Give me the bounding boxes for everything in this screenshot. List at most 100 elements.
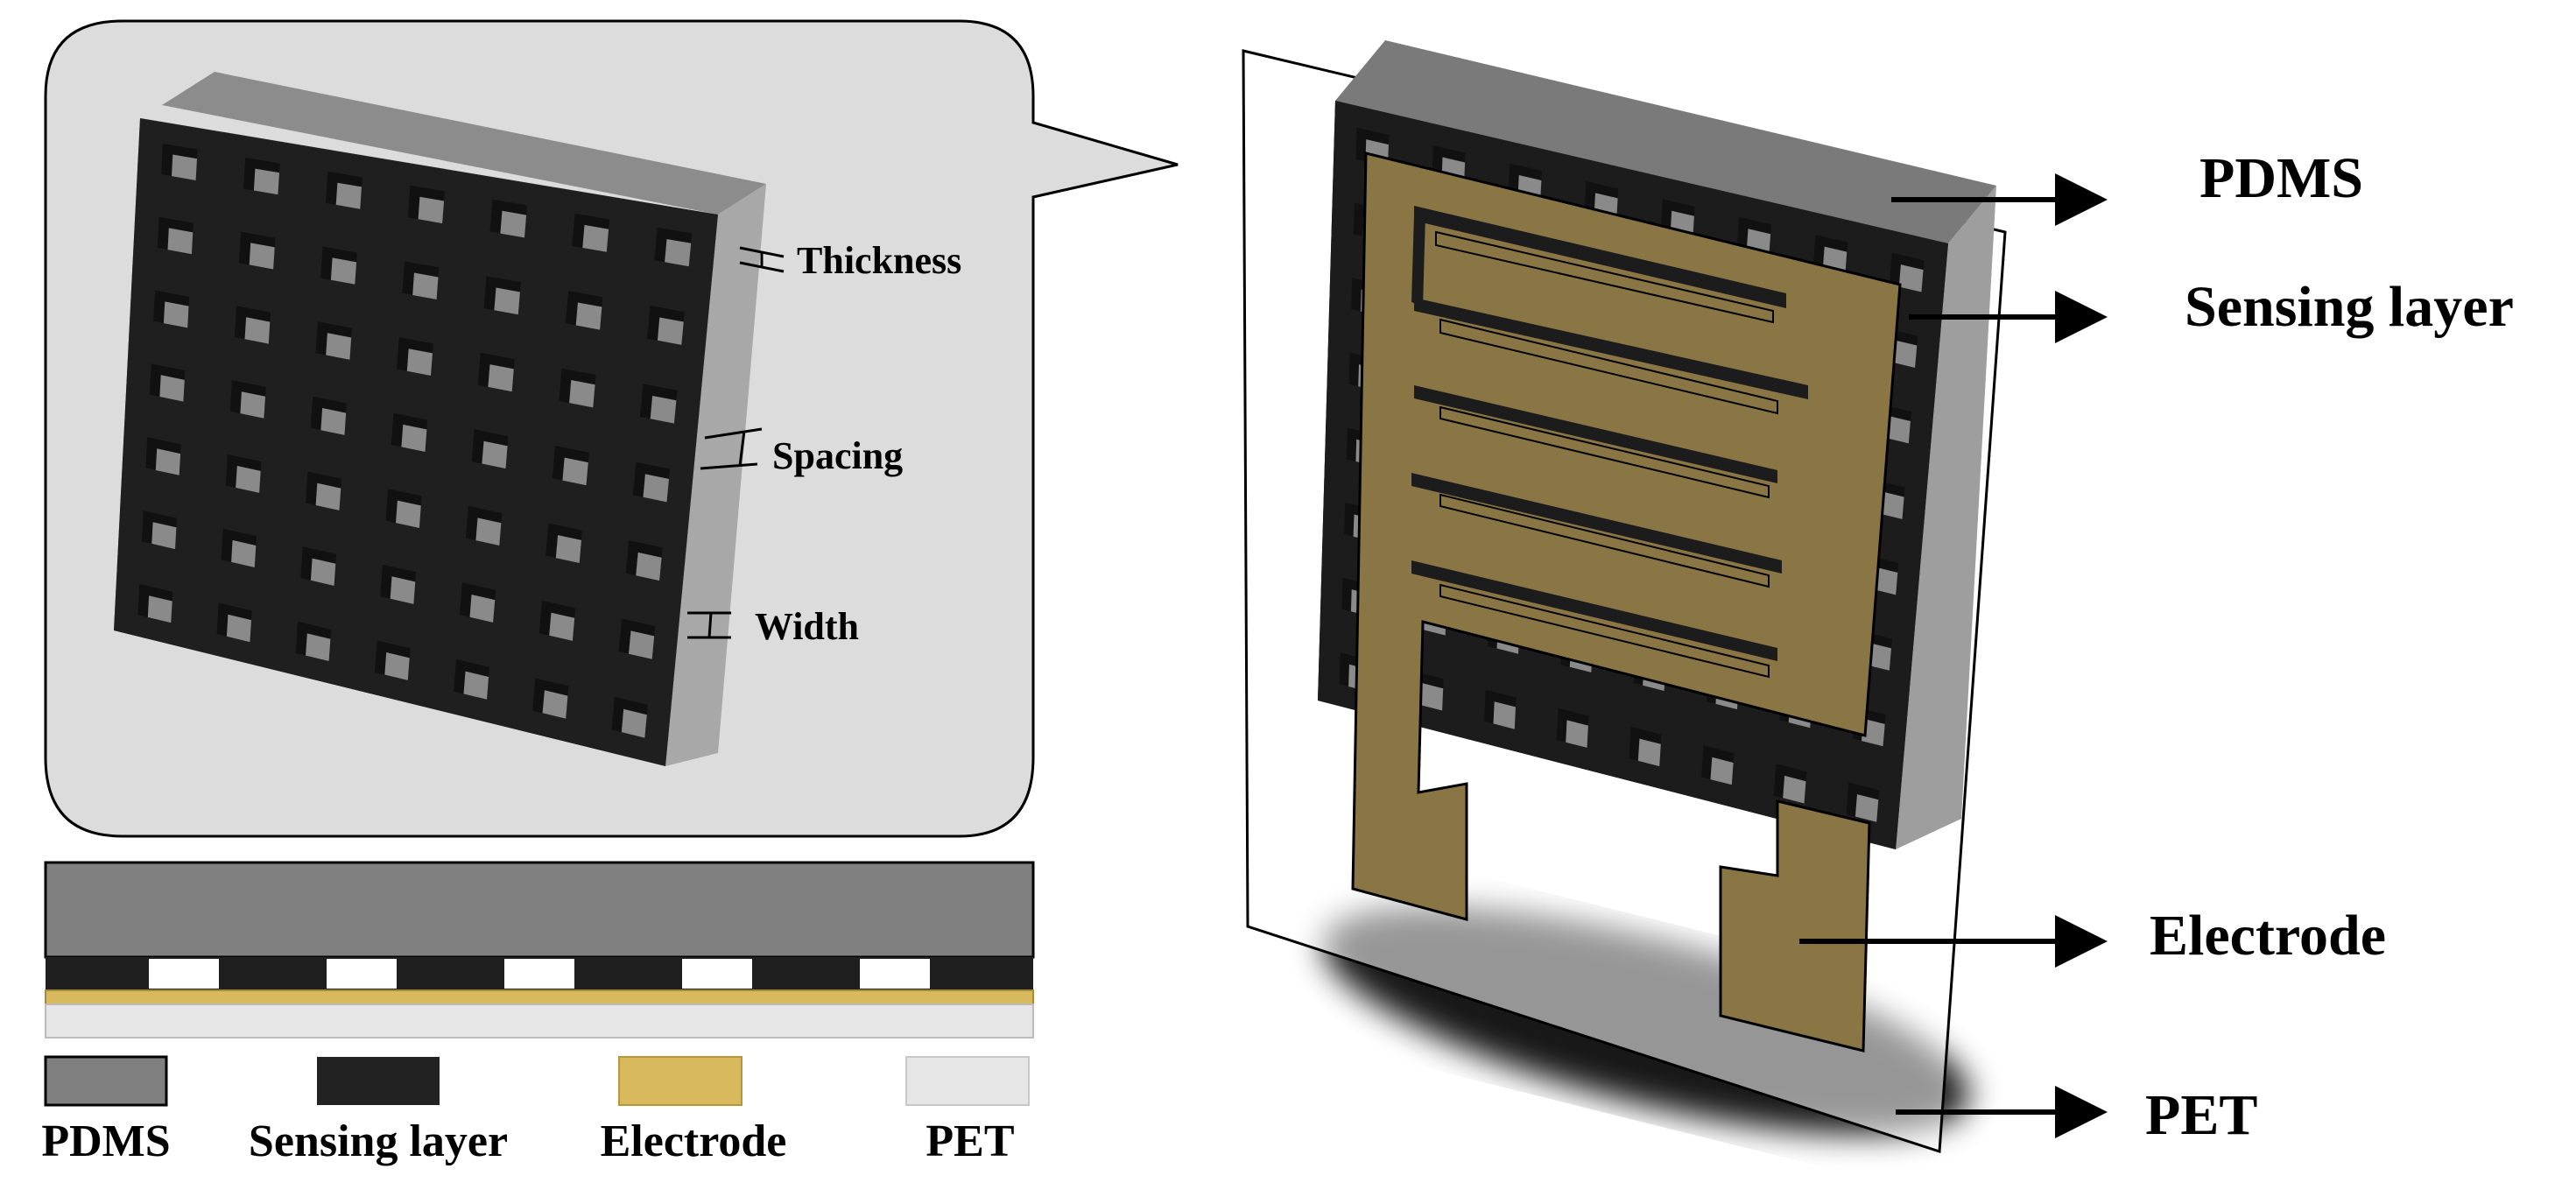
legend-swatch-electrode bbox=[618, 1056, 743, 1106]
zoom-grid-hole-face bbox=[463, 671, 489, 700]
assembly-grid-hole-face bbox=[1880, 491, 1904, 519]
zoom-grid-hole-face bbox=[147, 595, 172, 623]
cross-section-gap bbox=[682, 959, 752, 989]
zoom-grid-hole-face bbox=[320, 408, 347, 435]
zoom-grid-hole-face bbox=[172, 154, 197, 180]
spacing-label: Spacing bbox=[772, 434, 903, 477]
zoom-grid-hole-face bbox=[151, 522, 177, 550]
assembly-grid-hole-face bbox=[1493, 701, 1516, 729]
zoom-grid-hole-face bbox=[657, 317, 684, 345]
zoom-grid-hole-face bbox=[500, 210, 527, 238]
zoom-dimension-marks bbox=[687, 246, 785, 639]
zoom-sensing-grid bbox=[114, 118, 718, 766]
assembly-grid-hole-face bbox=[1783, 775, 1806, 804]
zoom-grid-hole-face bbox=[469, 595, 496, 623]
zoom-grid-hole-face bbox=[621, 708, 647, 738]
zoom-grid-hole-face bbox=[575, 302, 602, 330]
assembly-grid-hole-face bbox=[1566, 720, 1588, 748]
zoom-grid-hole-face bbox=[665, 239, 692, 267]
zoom-grid-hole-face bbox=[253, 168, 279, 195]
zoom-grid-hole-face bbox=[326, 333, 352, 360]
cross-section-gap bbox=[149, 959, 219, 989]
assembly-grid-hole-face bbox=[1868, 643, 1891, 671]
cross-section-gaps bbox=[149, 959, 930, 989]
thickness-label: Thickness bbox=[797, 239, 961, 282]
zoom-grid-hole-face bbox=[418, 196, 445, 224]
assembly-grid-hole-face bbox=[1855, 794, 1879, 822]
zoom-grid-hole-face bbox=[406, 349, 433, 376]
callout-label-electrode: Electrode bbox=[2150, 904, 2386, 968]
legend-swatch-sensing bbox=[317, 1057, 440, 1105]
cross-section-pet bbox=[45, 1003, 1034, 1039]
legend-label-sensing: Sensing layer bbox=[249, 1116, 508, 1166]
callout-label-pdms: PDMS bbox=[2199, 146, 2363, 210]
zoom-grid-hole-face bbox=[163, 301, 189, 328]
electrode-slots bbox=[1411, 206, 1808, 661]
zoom-grid-hole-face bbox=[310, 558, 336, 586]
legend-swatch-pdms bbox=[44, 1055, 168, 1107]
zoom-grid-hole-face bbox=[582, 224, 609, 252]
zoom-grid-hole-face bbox=[236, 466, 261, 493]
assembly-grid-hole-face bbox=[1420, 683, 1444, 711]
zoom-grid-hole-face bbox=[159, 375, 185, 402]
assembly-grid-hole-face bbox=[1637, 738, 1661, 767]
zoom-grid-hole-face bbox=[475, 518, 502, 546]
zoom-grid-hole-face bbox=[240, 391, 265, 419]
cross-section-electrode bbox=[45, 989, 1034, 1005]
electrode-right-pad bbox=[1719, 799, 1871, 1053]
zoom-grid-hole-face bbox=[155, 448, 181, 475]
zoom-grid-hole-face bbox=[335, 182, 362, 209]
electrode-fingers bbox=[1435, 230, 1778, 679]
legend-label-electrode: Electrode bbox=[601, 1116, 787, 1166]
assembly-grid-hole-face bbox=[1862, 718, 1885, 747]
zoom-grid-hole-face bbox=[401, 424, 427, 452]
zoom-grid-hole-face bbox=[562, 457, 588, 486]
zoom-grid-hole-face bbox=[244, 317, 271, 344]
zoom-grid-hole-face bbox=[650, 396, 677, 424]
legend: PDMS Sensing layer Electrode PET bbox=[41, 1055, 1030, 1166]
assembly-grid-hole-face bbox=[1892, 340, 1918, 368]
legend-label-pet: PET bbox=[926, 1116, 1014, 1166]
zoom-block-top-face bbox=[162, 72, 766, 215]
cross-section bbox=[44, 861, 1035, 1039]
zoom-grid-hole-face bbox=[315, 482, 341, 510]
zoom-grid-hole-face bbox=[249, 243, 275, 270]
zoom-grid-hole-face bbox=[629, 630, 655, 659]
cross-section-gap bbox=[860, 959, 930, 989]
zoom-grid-hole-face bbox=[482, 440, 508, 469]
zoom-grid-hole-face bbox=[569, 380, 595, 408]
assembly-grid-hole-face bbox=[1898, 264, 1924, 292]
callout-arrows bbox=[1799, 173, 2108, 1138]
assembly-grid-hole-face bbox=[1886, 415, 1911, 444]
zoom-grid-hole-face bbox=[390, 576, 416, 604]
cross-section-gap bbox=[504, 959, 574, 989]
zoom-grid-hole-face bbox=[542, 690, 568, 719]
pdms-top-face bbox=[1335, 40, 1996, 243]
zoom-grid-hole-face bbox=[167, 228, 194, 255]
zoom-grid-hole-face bbox=[330, 257, 357, 285]
zoom-grid-hole-face bbox=[396, 500, 421, 528]
cross-section-pdms bbox=[44, 861, 1035, 959]
width-label: Width bbox=[755, 605, 859, 648]
zoom-grid-hole-face bbox=[494, 287, 520, 315]
zoom-block-side-face bbox=[665, 184, 766, 766]
pdms-side-face bbox=[1896, 186, 1996, 849]
zoom-grid-hole-face bbox=[384, 652, 410, 680]
callout-label-pet: PET bbox=[2145, 1083, 2257, 1147]
zoom-grid-hole-face bbox=[636, 552, 662, 581]
zoom-grid-hole-face bbox=[412, 272, 439, 299]
callout-label-sensing: Sensing layer bbox=[2185, 275, 2514, 339]
zoom-grid-hole-face bbox=[549, 612, 575, 641]
sensor-assembly-3d bbox=[1242, 40, 2007, 1154]
zoom-grid-hole-face bbox=[226, 614, 251, 643]
legend-swatch-pet bbox=[905, 1056, 1030, 1106]
zoom-grid-hole-face bbox=[555, 535, 581, 563]
assembly-grid-hole-face bbox=[1874, 567, 1898, 595]
zoomed-sensor-block bbox=[114, 72, 766, 766]
cross-section-gap bbox=[327, 959, 397, 989]
assembly-grid-hole-face bbox=[1710, 757, 1734, 785]
zoom-grid-hole-face bbox=[488, 364, 514, 392]
zoom-grid-hole-face bbox=[306, 633, 331, 661]
legend-label-pdms: PDMS bbox=[41, 1116, 170, 1166]
